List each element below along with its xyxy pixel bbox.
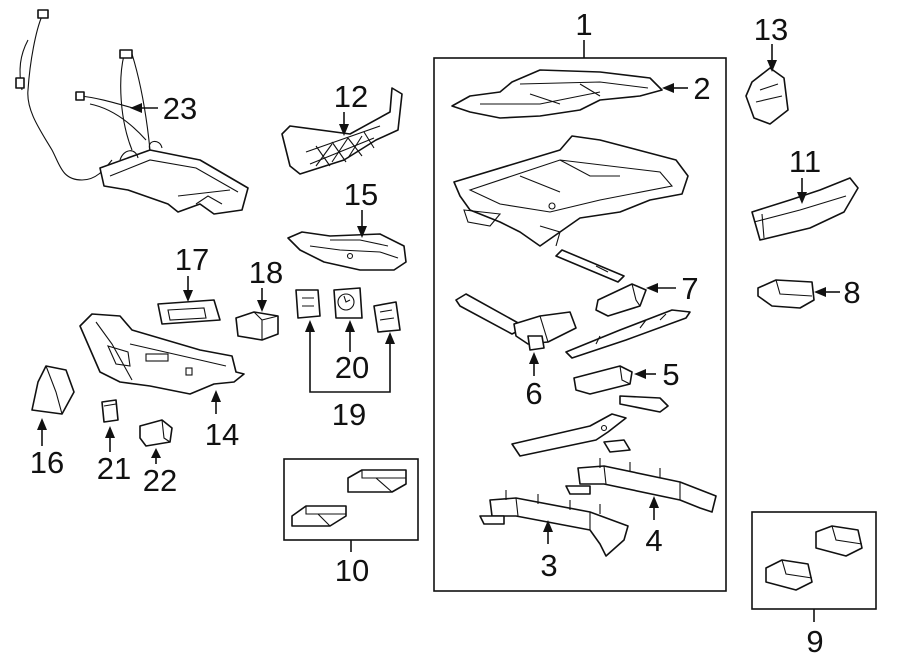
seat-track-parts — [511, 413, 631, 457]
callout-6: 6 — [525, 376, 542, 411]
part-12-trim-bracket — [281, 87, 403, 175]
callout-18: 18 — [249, 255, 283, 290]
part-15-side-panel — [287, 231, 407, 271]
part-3-seat-adjuster — [479, 490, 629, 557]
callout-14: 14 — [205, 417, 239, 452]
part-22-button — [139, 419, 173, 447]
callout-5: 5 — [662, 357, 679, 392]
callout-11: 11 — [789, 144, 821, 179]
callout-19: 19 — [332, 397, 366, 432]
callout-13: 13 — [754, 12, 788, 47]
callout-8: 8 — [843, 275, 860, 310]
callout-10: 10 — [335, 553, 369, 588]
part-4-seat-adjuster — [565, 458, 717, 513]
callout-1: 1 — [575, 7, 592, 42]
part-2-suspension-mat — [451, 69, 663, 119]
part-9-group-box — [751, 511, 877, 610]
callout-7: 7 — [681, 271, 698, 306]
part-16-cover — [31, 365, 75, 415]
callout-3: 3 — [540, 548, 557, 583]
part-11-trim-strip — [751, 177, 859, 241]
part-19-switch-left — [295, 289, 321, 319]
callout-16: 16 — [30, 445, 64, 480]
part-13-end-cap — [745, 67, 789, 125]
seat-cushion-frame — [453, 135, 689, 247]
part-9-trim-pieces — [765, 525, 863, 591]
part-7-motor — [555, 249, 691, 359]
callout-21: 21 — [97, 451, 131, 486]
callout-23: 23 — [163, 91, 197, 126]
part-6-gear-motor — [455, 293, 577, 351]
part-17-switch — [157, 299, 221, 325]
callout-4: 4 — [645, 523, 662, 558]
callout-17: 17 — [175, 242, 209, 277]
part-19-switch-right — [373, 301, 401, 333]
part-18-knob — [235, 311, 279, 341]
callout-2: 2 — [693, 71, 710, 106]
part-10-trim-pieces — [291, 469, 407, 527]
callout-12: 12 — [334, 79, 368, 114]
part-14-side-shield — [79, 313, 245, 395]
callout-22: 22 — [143, 463, 177, 498]
part-21-clip — [101, 399, 119, 423]
callout-20: 20 — [335, 350, 369, 385]
part-23-wiring-harness — [15, 9, 249, 215]
seat-frame-group-box — [433, 57, 727, 592]
part-8-cover — [757, 279, 815, 309]
callout-15: 15 — [344, 177, 378, 212]
part-5-motor-unit — [573, 365, 669, 413]
part-20-switch-dial — [333, 287, 363, 319]
callout-9: 9 — [806, 624, 823, 659]
